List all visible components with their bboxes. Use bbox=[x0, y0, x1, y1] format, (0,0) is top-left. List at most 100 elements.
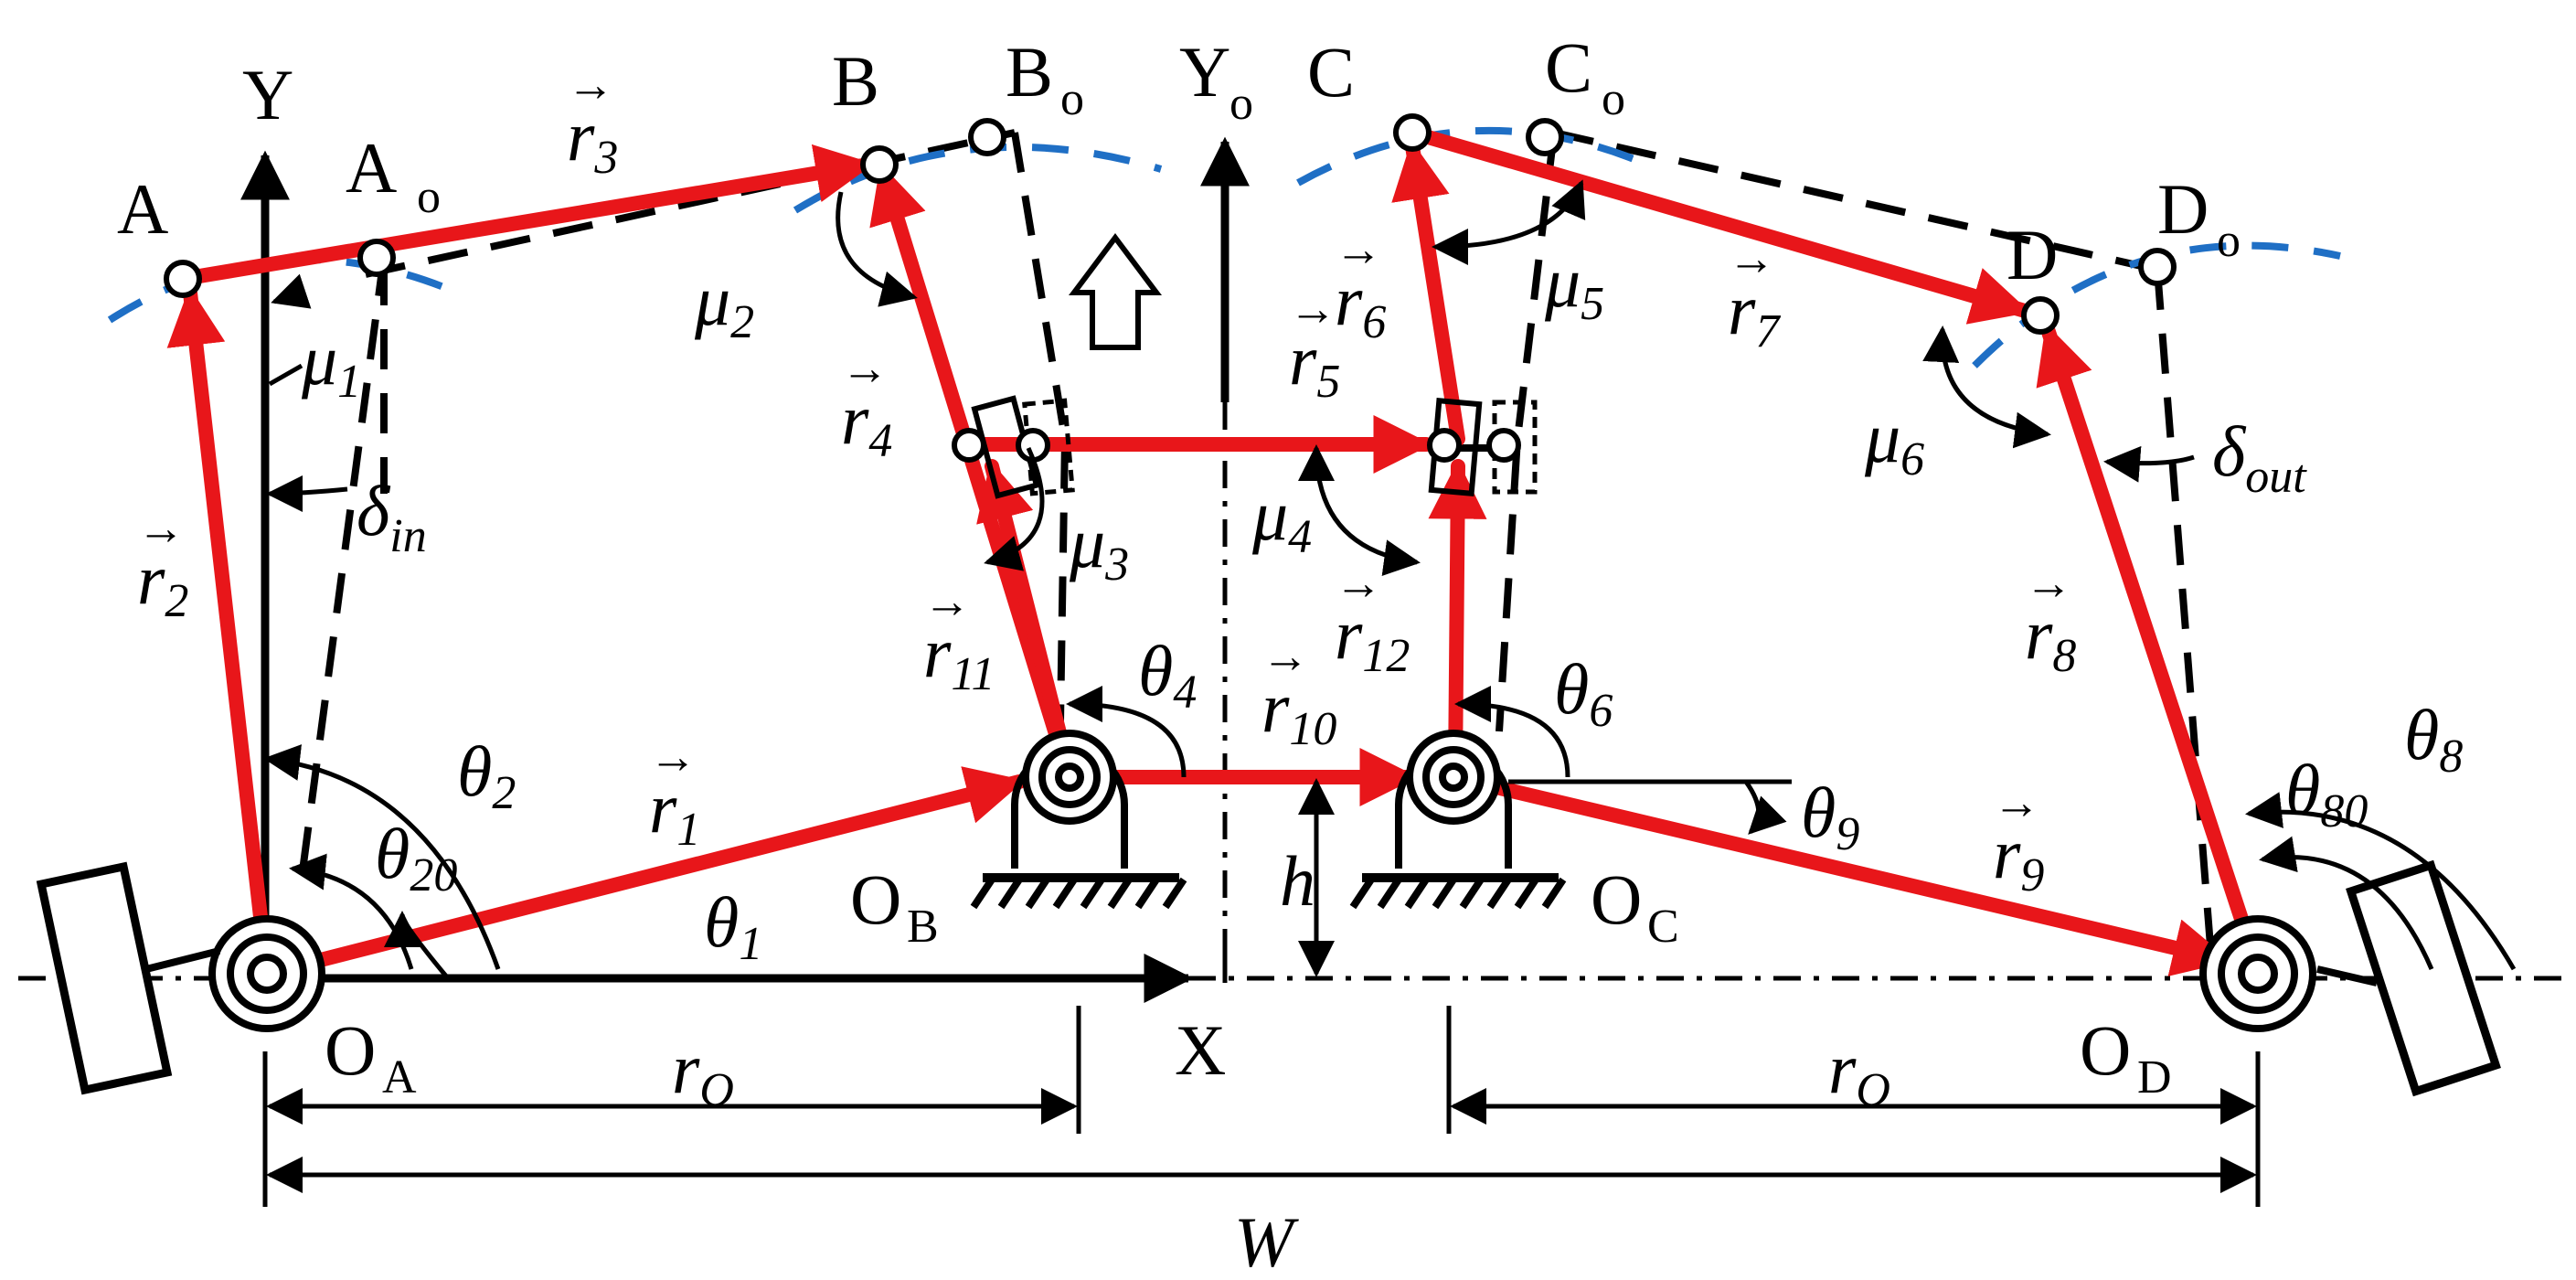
label-r7: r7 bbox=[1728, 270, 1781, 357]
angle-arcs bbox=[267, 179, 2517, 980]
label-r6: r6 bbox=[1335, 261, 1386, 348]
label-A: A bbox=[117, 169, 168, 249]
joint-Co bbox=[1526, 118, 1564, 156]
dimension-labels: rO rO h W bbox=[672, 841, 1890, 1280]
angle-labels: μ1 μ2 μ3 μ4 μ5 μ6 θ1 θ2 θ20 θ4 θ6 θ8 θ80… bbox=[301, 242, 2463, 970]
label-r3-arrow: → bbox=[567, 59, 614, 112]
pivot-OA bbox=[208, 915, 325, 1032]
label-C: C bbox=[1307, 32, 1355, 112]
label-theta6: θ6 bbox=[1554, 649, 1613, 737]
label-mu1: μ1 bbox=[301, 320, 361, 408]
joint-B bbox=[860, 145, 899, 184]
wheel-left bbox=[36, 861, 220, 1095]
label-OB-sub: B bbox=[907, 901, 939, 953]
pivot-OB bbox=[970, 730, 1187, 910]
joint-D bbox=[2021, 296, 2060, 335]
label-Co-sub: o bbox=[1602, 73, 1625, 125]
label-OB: O bbox=[850, 859, 901, 939]
label-r5-arrow: → bbox=[1289, 283, 1336, 336]
label-theta1: θ1 bbox=[704, 882, 762, 970]
label-delta-out: δout bbox=[2212, 411, 2307, 503]
label-B: B bbox=[832, 41, 879, 121]
label-r9: r9 bbox=[1993, 814, 2044, 901]
label-theta80: θ80 bbox=[2285, 750, 2368, 837]
label-Ao: A bbox=[346, 128, 397, 208]
wheel-right bbox=[2316, 859, 2501, 1097]
label-r5: r5 bbox=[1289, 320, 1340, 408]
joint-slider-r bbox=[1427, 428, 1462, 463]
vector-labels: r1 → r2 → r3 → r4 → r5 → r6 → r7 → r8 → … bbox=[137, 59, 2076, 901]
joint-slider-r2 bbox=[1486, 428, 1521, 463]
label-r11-arrow: → bbox=[923, 576, 971, 628]
label-r6-arrow: → bbox=[1335, 224, 1382, 276]
label-r1: r1 bbox=[649, 768, 700, 856]
label-Yo-sub: o bbox=[1229, 78, 1253, 130]
dimensions bbox=[262, 778, 2261, 1207]
label-Bo-sub: o bbox=[1060, 73, 1084, 125]
label-theta20: θ20 bbox=[375, 814, 457, 901]
label-r8: r8 bbox=[2025, 594, 2076, 682]
slider-left-dashed bbox=[1022, 398, 1075, 496]
label-Ao-sub: o bbox=[417, 171, 441, 223]
label-r8-arrow: → bbox=[2025, 558, 2072, 610]
label-r11: r11 bbox=[923, 613, 995, 700]
vector-r8 bbox=[2036, 322, 2265, 976]
joint-A bbox=[164, 260, 202, 298]
label-r12: r12 bbox=[1335, 594, 1410, 682]
point-labels: A A o B B o C C o D D o Y Y o X O A O B … bbox=[117, 27, 2241, 1104]
label-r3: r3 bbox=[567, 96, 618, 184]
label-OA: O bbox=[325, 1010, 376, 1090]
vector-r11 bbox=[976, 459, 1077, 780]
label-OC: O bbox=[1591, 859, 1642, 939]
joint-Do bbox=[2138, 248, 2177, 286]
label-mu5: μ5 bbox=[1544, 242, 1604, 330]
label-r2-arrow: → bbox=[137, 503, 185, 555]
label-Do: D bbox=[2157, 169, 2209, 249]
label-Y: Y bbox=[242, 55, 293, 134]
label-OD: O bbox=[2080, 1010, 2131, 1090]
joint-slider-l bbox=[952, 428, 986, 463]
joint-C bbox=[1393, 113, 1432, 152]
label-mu3: μ3 bbox=[1069, 503, 1129, 591]
label-h: h bbox=[1280, 841, 1315, 921]
vector-r9 bbox=[1446, 770, 2233, 976]
label-OD-sub: D bbox=[2137, 1051, 2172, 1104]
label-X: X bbox=[1175, 1010, 1226, 1090]
label-Co: C bbox=[1545, 27, 1592, 107]
label-theta4: θ4 bbox=[1138, 631, 1197, 719]
joints bbox=[164, 113, 2177, 463]
vector-r3 bbox=[176, 144, 876, 286]
label-r7-arrow: → bbox=[1728, 233, 1775, 285]
pivot-OD bbox=[2199, 915, 2316, 1032]
label-OA-sub: A bbox=[382, 1051, 417, 1104]
pivot-OC bbox=[1349, 730, 1567, 910]
label-Do-sub: o bbox=[2217, 215, 2241, 267]
joint-Bo bbox=[968, 118, 1006, 156]
joint-Ao bbox=[357, 239, 396, 277]
label-r10-arrow: → bbox=[1261, 631, 1309, 683]
label-mu4: μ4 bbox=[1251, 475, 1312, 563]
label-theta2: θ2 bbox=[457, 731, 516, 819]
label-delta-in: δin bbox=[357, 471, 427, 562]
vector-r12 bbox=[1428, 459, 1487, 780]
label-mu2: μ2 bbox=[694, 261, 754, 348]
label-Yo: Y bbox=[1179, 32, 1230, 112]
vector-r2 bbox=[166, 285, 274, 981]
vector-links bbox=[166, 125, 2265, 981]
motion-arrow bbox=[1069, 233, 1162, 350]
label-r1-arrow: → bbox=[649, 731, 697, 784]
label-r9-arrow: → bbox=[1993, 777, 2040, 829]
label-Bo: B bbox=[1006, 32, 1053, 112]
label-r2: r2 bbox=[137, 539, 188, 627]
vector-r7 bbox=[1405, 125, 2032, 325]
label-mu6: μ6 bbox=[1864, 398, 1924, 485]
label-ro-right: rO bbox=[1828, 1029, 1890, 1116]
label-W: W bbox=[1234, 1202, 1299, 1280]
label-ro-left: rO bbox=[672, 1029, 734, 1116]
label-OC-sub: C bbox=[1647, 901, 1679, 953]
vector-r6 bbox=[1391, 139, 1465, 446]
label-r12-arrow: → bbox=[1335, 558, 1382, 610]
label-r4-arrow: → bbox=[841, 343, 889, 395]
label-D: D bbox=[2007, 215, 2058, 294]
